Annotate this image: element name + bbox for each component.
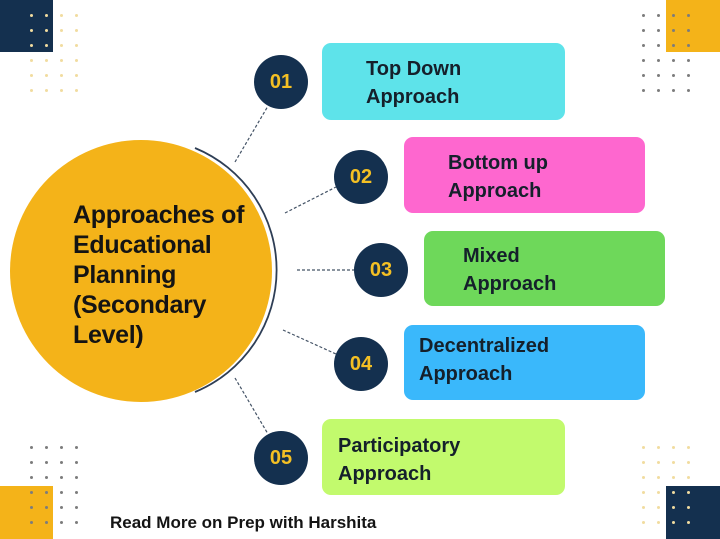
corner-block-bottom-right (666, 486, 720, 539)
dot-grid-bottom-right (636, 440, 696, 530)
approach-label-decentralized: Decentralized Approach (419, 335, 550, 385)
approach-label-participatory: Participatory Approach (338, 435, 461, 485)
hub-title: Approaches of Educational Planning (Seco… (73, 200, 283, 350)
dot-grid-bottom-left (24, 440, 84, 530)
connector-02 (284, 186, 337, 214)
hub-circle (10, 140, 272, 402)
hub-title-line-5: Level) (73, 321, 144, 349)
connector-05 (234, 377, 269, 435)
approach-box-mixed (424, 231, 665, 306)
corner-block-bottom-left (0, 486, 53, 539)
approach-box-bottom-up (404, 137, 645, 213)
connector-04 (282, 329, 337, 355)
hub-arc (194, 147, 278, 393)
approach-label-bottom-up: Bottom up Approach (448, 152, 548, 202)
number-badge-05: 05 (254, 431, 308, 485)
hub-title-line-2: Educational (73, 231, 212, 259)
corner-block-top-left (0, 0, 53, 52)
number-badge-02: 02 (334, 150, 388, 204)
dot-grid-top-left (24, 8, 84, 98)
footer-credit: Read More on Prep with Harshita (110, 513, 377, 532)
approach-box-top-down (322, 43, 565, 120)
hub-title-line-3: Planning (73, 261, 177, 289)
connector-01 (234, 105, 269, 163)
number-badge-03: 03 (354, 243, 408, 297)
hub-title-line-4: (Secondary (73, 291, 207, 319)
corner-block-top-right (666, 0, 720, 52)
approach-label-top-down: Top Down Approach (366, 58, 462, 108)
number-badge-04: 04 (334, 337, 388, 391)
approach-box-decentralized (404, 325, 645, 400)
hub-title-line-1: Approaches of (73, 201, 245, 229)
approach-box-participatory (322, 419, 565, 495)
number-badge-01: 01 (254, 55, 308, 109)
approach-label-mixed: Mixed Approach (463, 245, 557, 295)
dot-grid-top-right (636, 8, 696, 98)
